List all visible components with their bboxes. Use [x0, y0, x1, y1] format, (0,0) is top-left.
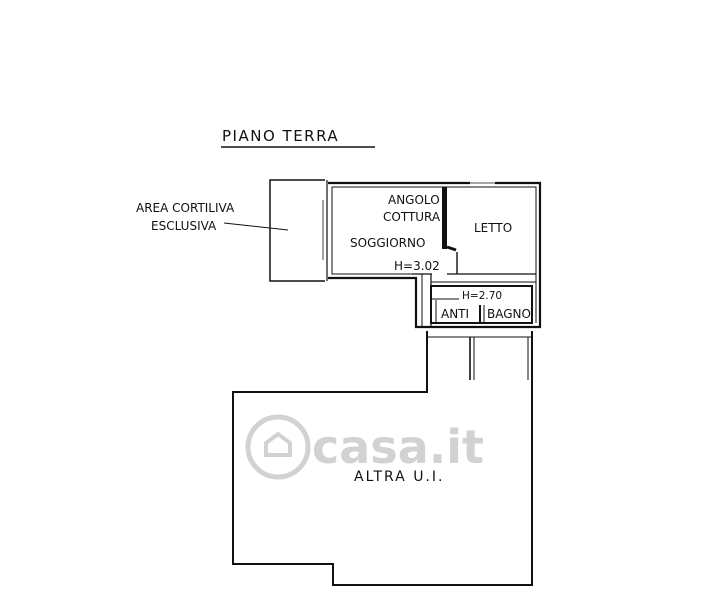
plan-title: PIANO TERRA [222, 127, 339, 145]
living-label: SOGGIORNO [350, 236, 425, 250]
courtyard-area [269, 179, 328, 282]
courtyard-label-line1: AREA CORTILIVA [136, 201, 235, 215]
courtyard-label-line2: ESCLUSIVA [151, 219, 217, 233]
other-unit-label: ALTRA U.I. [354, 469, 444, 485]
watermark-logo-icon [245, 414, 311, 480]
service-height-label: H=2.70 [462, 290, 502, 302]
other-unit-walls [232, 331, 533, 586]
courtyard-leader-line [223, 222, 289, 231]
service-zone [421, 274, 536, 327]
anteroom-label: ANTI [441, 307, 469, 321]
watermark-house-icon [264, 431, 292, 457]
bathroom-label: BAGNO [487, 307, 531, 321]
kitchen-label-line2: COTTURA [383, 210, 441, 224]
kitchen-label-line1: ANGOLO [388, 193, 440, 207]
apartment-walls [328, 181, 542, 329]
watermark-text: casa.it [312, 420, 484, 474]
watermark: casa.it [245, 414, 484, 480]
bedroom-label: LETTO [474, 221, 512, 235]
living-height-label: H=3.02 [394, 259, 440, 273]
